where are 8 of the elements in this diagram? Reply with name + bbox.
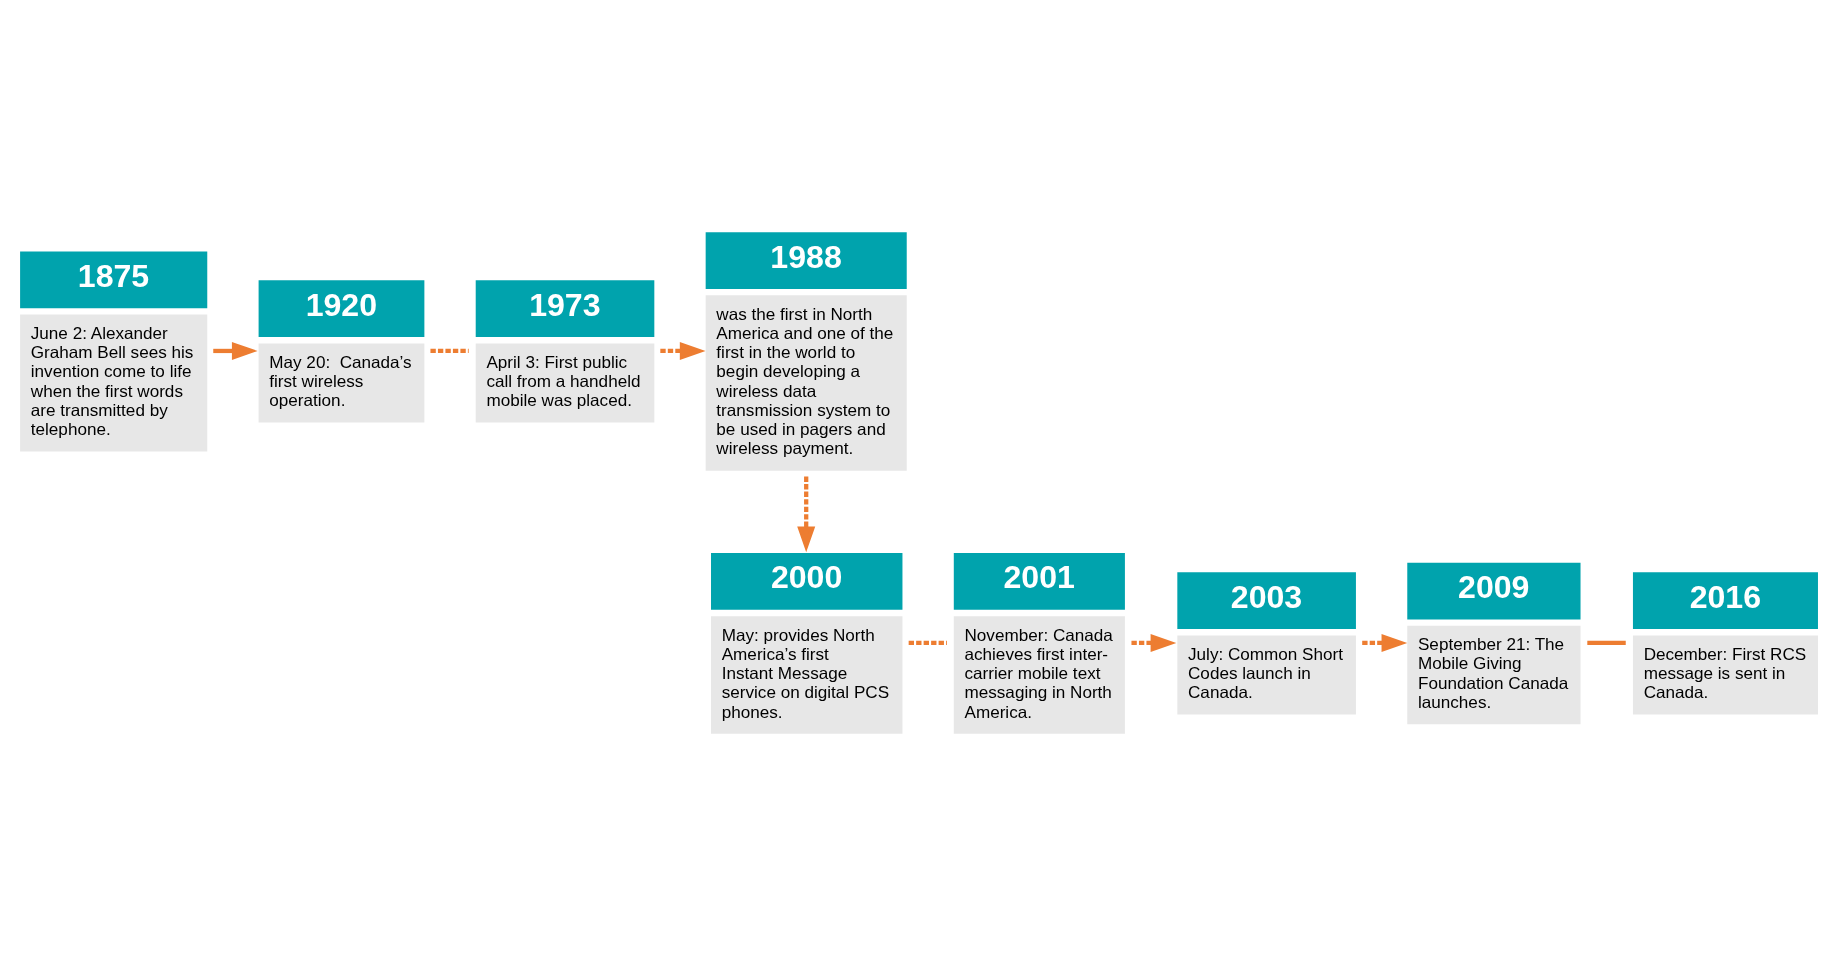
arrow — [797, 476, 816, 552]
arrow — [213, 341, 258, 360]
connector — [908, 640, 947, 645]
arrow — [660, 341, 706, 360]
arrow — [1131, 633, 1177, 652]
arrow — [1362, 633, 1408, 652]
connector — [430, 348, 469, 353]
connector — [1587, 640, 1626, 645]
